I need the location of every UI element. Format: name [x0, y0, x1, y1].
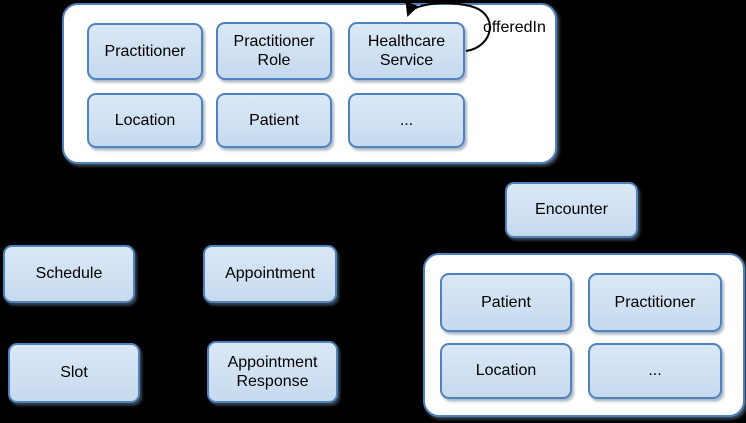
node-label: Patient: [481, 293, 531, 311]
node-practitioner-role: Practitioner Role: [216, 22, 332, 80]
node-label: Practitioner: [614, 293, 696, 311]
node-label: Appointment: [225, 265, 315, 283]
node-practitioner-top: Practitioner: [87, 23, 203, 80]
node-appointment-response: Appointment Response: [207, 341, 338, 403]
node-patient-top: Patient: [216, 93, 332, 148]
node-appointment: Appointment: [203, 245, 337, 303]
node-label: ...: [399, 111, 414, 129]
offeredin-label: offeredIn: [483, 19, 546, 36]
node-label: Schedule: [35, 265, 103, 283]
node-label: Appointment Response: [227, 353, 318, 390]
node-label: Practitioner: [104, 42, 186, 60]
node-ellipsis-top: ...: [348, 93, 465, 148]
node-ellipsis-bottom: ...: [588, 343, 722, 399]
node-practitioner-bottom: Practitioner: [588, 273, 722, 332]
node-location-top: Location: [87, 93, 203, 148]
node-label: Patient: [249, 111, 299, 129]
node-label: Location: [114, 111, 176, 129]
node-label: Location: [475, 362, 537, 380]
node-healthcare-service: Healthcare Service: [348, 22, 465, 80]
node-schedule: Schedule: [3, 245, 135, 303]
node-location-bottom: Location: [440, 343, 572, 399]
node-patient-bottom: Patient: [440, 273, 572, 332]
node-label: Practitioner Role: [233, 32, 315, 69]
node-label: ...: [648, 362, 662, 380]
node-label: Encounter: [535, 201, 608, 219]
node-slot: Slot: [8, 343, 140, 403]
node-encounter: Encounter: [505, 182, 638, 238]
node-label: Healthcare Service: [367, 32, 446, 69]
node-label: Slot: [60, 364, 88, 382]
